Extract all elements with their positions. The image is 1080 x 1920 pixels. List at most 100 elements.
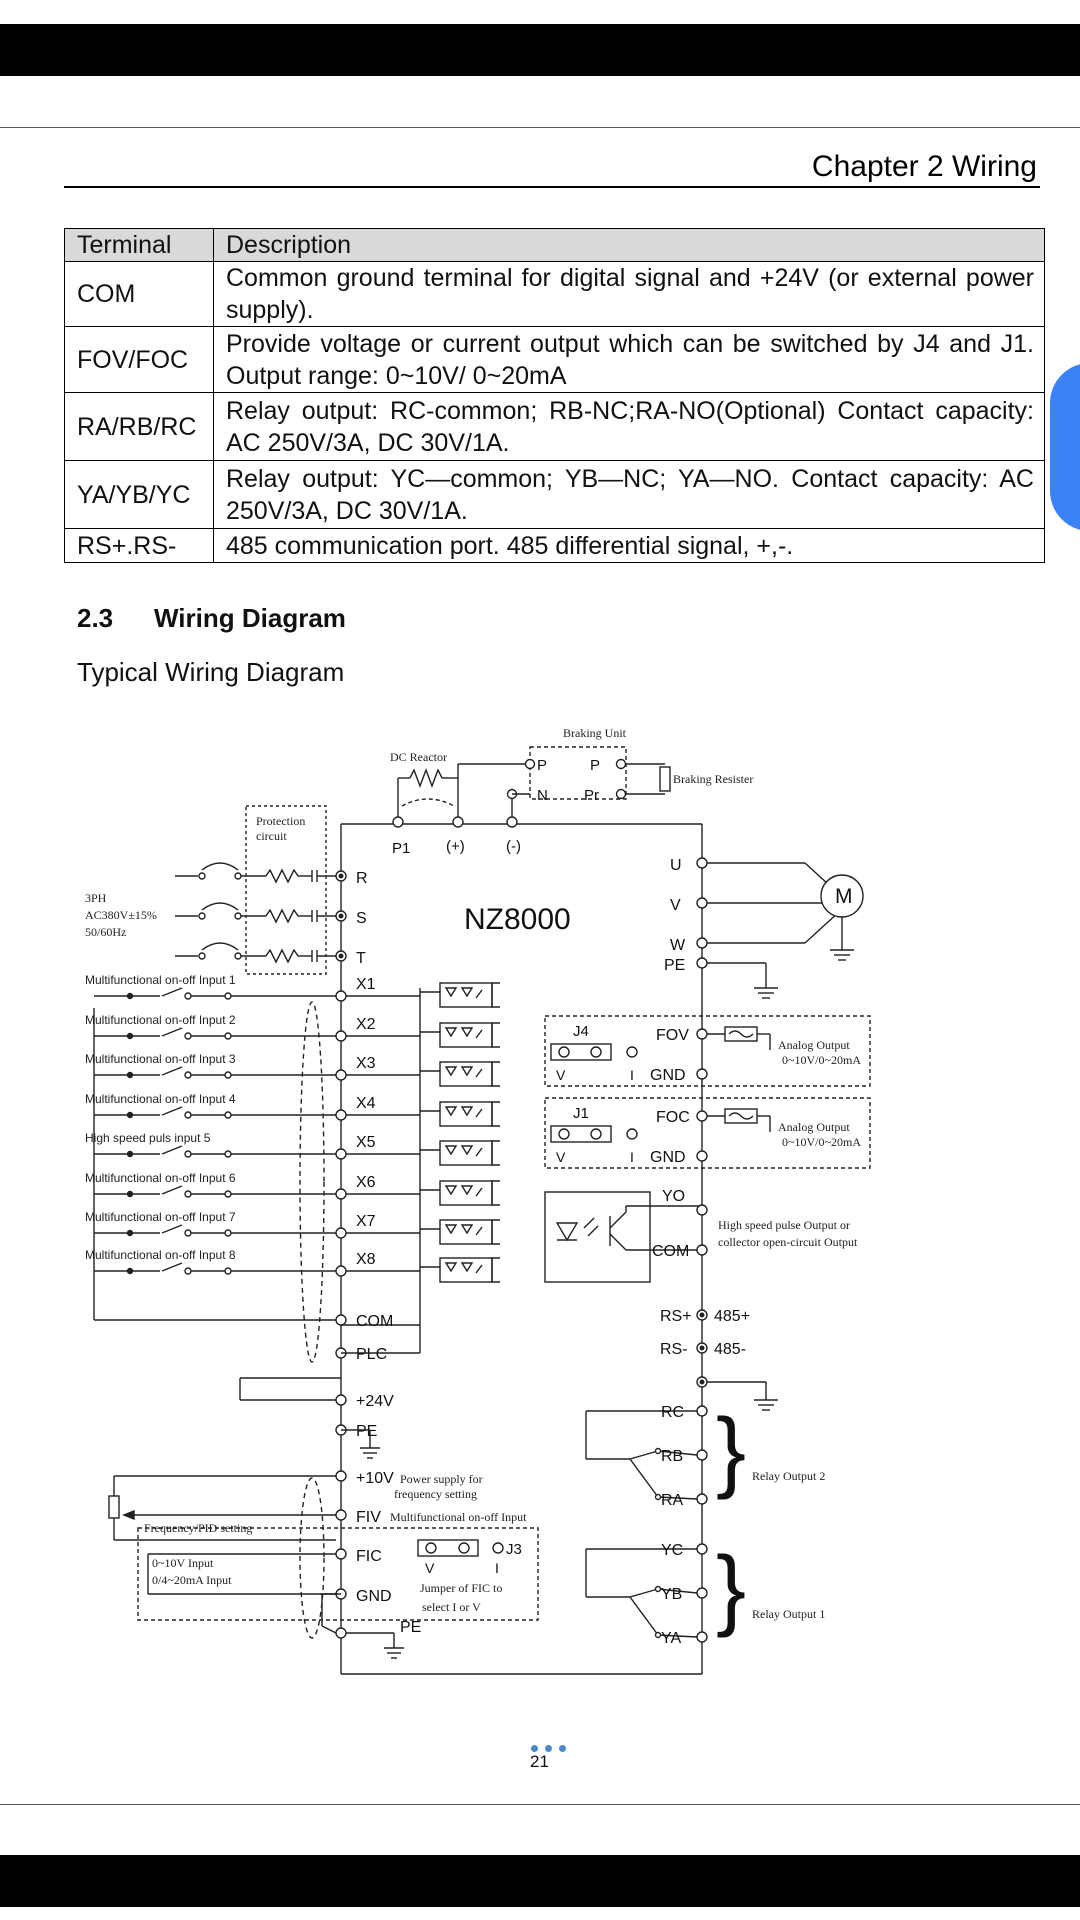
table-header: Terminal xyxy=(64,228,214,262)
page-dots xyxy=(531,1739,575,1752)
bu-p2-label: P xyxy=(590,757,600,774)
j1-i: I xyxy=(630,1149,634,1165)
terminal-cell: RS+.RS- xyxy=(64,528,214,563)
input-row: Multifunctional on-off Input 4 X4 xyxy=(85,1092,500,1127)
terminal-cell: YA/YB/YC xyxy=(64,460,214,529)
range-label: 0~10V Input xyxy=(152,1556,214,1570)
relay2-label: Relay Output 2 xyxy=(752,1469,825,1483)
relay2-brace: } xyxy=(716,1401,746,1501)
terminal-gnd-j1: GND xyxy=(650,1149,686,1166)
input-label: Multifunctional on-off Input 2 xyxy=(85,1013,236,1027)
input-label: Multifunctional on-off Input 8 xyxy=(85,1248,236,1262)
input-label: Multifunctional on-off Input 4 xyxy=(85,1092,236,1106)
top-bar xyxy=(0,24,1080,76)
bu-n-label: N xyxy=(537,787,548,804)
terminal-s: S xyxy=(356,910,367,927)
j1-note: Analog Output xyxy=(778,1120,850,1134)
terminal-ya: YA xyxy=(661,1630,681,1647)
line-r xyxy=(175,862,347,884)
motor-connection xyxy=(696,857,864,999)
10v-note: Power supply for xyxy=(400,1472,483,1486)
j1-v: V xyxy=(556,1149,566,1165)
input-terminal: X1 xyxy=(356,976,376,993)
j4-i: I xyxy=(630,1067,634,1083)
terminal-yb: YB xyxy=(661,1586,682,1603)
table-header: Description xyxy=(213,228,1045,262)
terminal-cell: FOV/FOC xyxy=(64,326,214,393)
terminal-table: Terminal Description COM Common ground t… xyxy=(64,228,1045,563)
section-number: 2.3 xyxy=(77,603,114,633)
terminal-foc: FOC xyxy=(656,1109,690,1126)
fiv-note: Multifunctional on-off Input xyxy=(390,1510,527,1524)
terminal-rs-plus: RS+ xyxy=(660,1308,692,1325)
terminal-yc: YC xyxy=(661,1542,683,1559)
terminal-com-out: COM xyxy=(652,1243,689,1260)
j1-note: 0~10V/0~20mA xyxy=(782,1135,861,1149)
terminal-cell: COM xyxy=(64,261,214,327)
terminal-24v: +24V xyxy=(356,1393,394,1410)
analog-input-wiring xyxy=(108,1470,539,1659)
hs-output-note: High speed pulse Output or xyxy=(718,1218,850,1232)
terminal-10v: +10V xyxy=(356,1470,394,1487)
terminal-v: V xyxy=(670,897,681,914)
dc-plus-label: (+) xyxy=(446,838,465,855)
table-header-row: Terminal Description xyxy=(64,228,1045,262)
terminal-rs-minus: RS- xyxy=(660,1341,688,1358)
digital-inputs xyxy=(93,988,421,1363)
input-terminal: X5 xyxy=(356,1134,376,1151)
terminal-t: T xyxy=(356,950,366,967)
header-divider xyxy=(0,127,1080,128)
j4-note: Analog Output xyxy=(778,1038,850,1052)
input-terminal: X8 xyxy=(356,1251,376,1268)
table-row: RA/RB/RC Relay output: RC-common; RB-NC;… xyxy=(64,392,1045,461)
com-plc-wiring xyxy=(239,1314,421,1459)
relay1-label: Relay Output 1 xyxy=(752,1607,825,1621)
j4-label: J4 xyxy=(573,1023,589,1040)
terminal-pe-analog: PE xyxy=(400,1619,421,1636)
diagram-subtitle: Typical Wiring Diagram xyxy=(77,657,345,687)
relay-block xyxy=(585,1543,708,1643)
description-cell: Provide voltage or current output which … xyxy=(213,326,1045,393)
terminal-rc: RC xyxy=(661,1404,684,1421)
j3-i: I xyxy=(495,1560,499,1576)
page-number: 21 xyxy=(530,1752,549,1771)
input-label: Multifunctional on-off Input 3 xyxy=(85,1052,236,1066)
protection-label: circuit xyxy=(256,829,287,843)
model-name: NZ8000 xyxy=(464,903,571,936)
description-cell: Relay output: YC—common; YB—NC; YA—NO. C… xyxy=(213,460,1045,529)
bu-pr-label: Pr xyxy=(584,787,599,804)
chapter-title: Chapter 2 Wiring xyxy=(811,150,1037,183)
terminal-u: U xyxy=(670,857,682,874)
j4-v: V xyxy=(556,1067,566,1083)
braking-resister-label: Braking Resister xyxy=(673,772,753,786)
j3-note: Jumper of FIC to xyxy=(420,1581,502,1595)
table-row: RS+.RS- 485 communication port. 485 diff… xyxy=(64,528,1045,563)
side-tab[interactable] xyxy=(1050,363,1080,531)
label-485-plus: 485+ xyxy=(714,1308,750,1325)
relay-layer xyxy=(585,1405,708,1643)
input-terminal: X4 xyxy=(356,1095,376,1112)
footer-divider xyxy=(0,1804,1080,1805)
terminal-w: W xyxy=(670,937,686,954)
input-label: High speed puls input 5 xyxy=(85,1131,211,1145)
relay-block xyxy=(585,1405,708,1505)
wiring-diagram: DC Reactor Braking Unit P N P Pr Braking… xyxy=(85,726,871,1675)
terminal-ra: RA xyxy=(661,1492,684,1509)
input-terminal: X7 xyxy=(356,1213,376,1230)
relay1-brace: } xyxy=(716,1539,746,1639)
line-t xyxy=(175,942,347,964)
chapter-rule xyxy=(64,186,1040,188)
10v-note: frequency setting xyxy=(394,1487,477,1501)
protection-label: Protection xyxy=(256,814,305,828)
j3-label: J3 xyxy=(506,1541,522,1558)
description-cell: 485 communication port. 485 differential… xyxy=(213,528,1045,563)
p1-label: P1 xyxy=(392,840,410,857)
line-s xyxy=(175,902,347,924)
j3-v: V xyxy=(425,1560,435,1576)
